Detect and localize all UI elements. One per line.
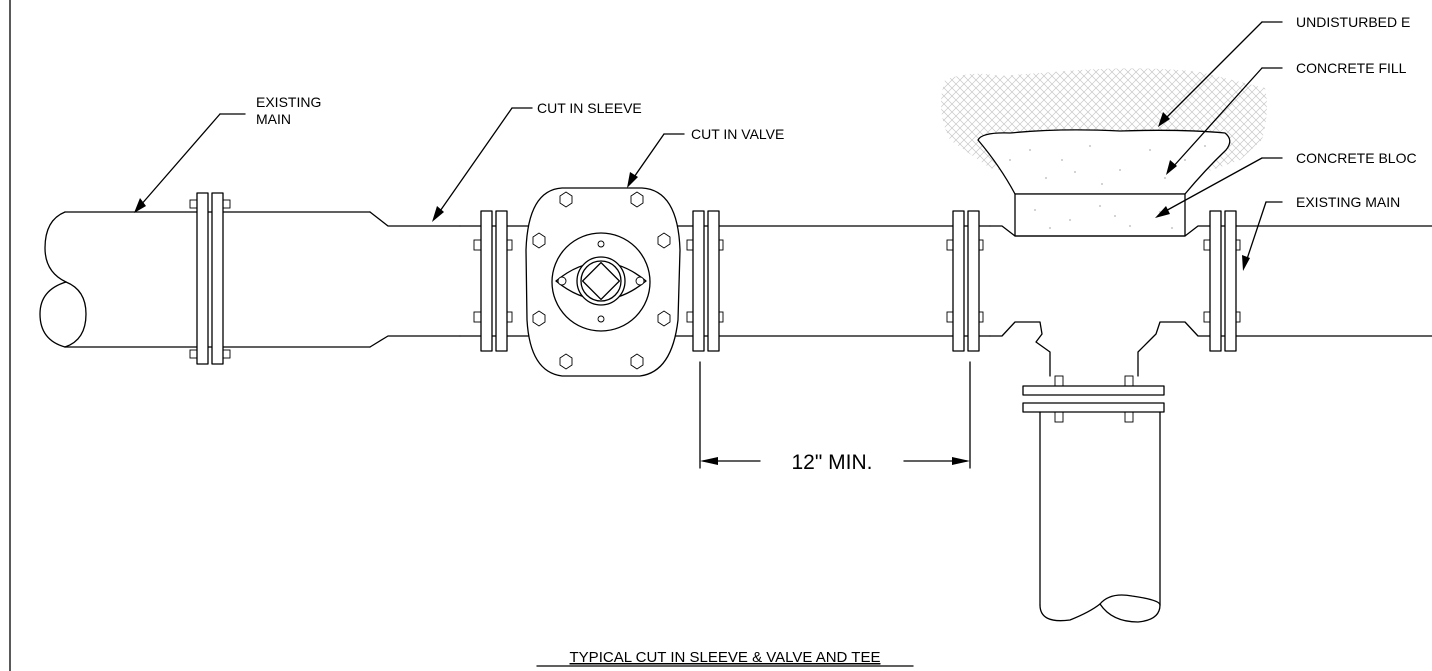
drawing-title: TYPICAL CUT IN SLEEVE & VALVE AND TEE (570, 649, 881, 666)
flange-right (1203, 210, 1241, 352)
existing-main-right (1209, 225, 1432, 337)
label-existing-main-left-1: EXISTING (256, 94, 321, 110)
concrete-texture (1009, 145, 1206, 229)
flange-tee-inlet (946, 210, 984, 352)
coupling-left (189, 192, 231, 365)
label-cut-in-sleeve: CUT IN SLEEVE (537, 100, 642, 116)
valve-bolts (532, 191, 671, 370)
flange-valve-outlet (686, 210, 724, 352)
flange-sleeve (473, 210, 513, 352)
concrete-block (1014, 193, 1186, 237)
label-concrete-fill: CONCRETE FILL (1296, 60, 1407, 76)
label-cut-in-valve: CUT IN VALVE (691, 126, 784, 142)
label-concrete-block: CONCRETE BLOC (1296, 150, 1417, 166)
label-existing-main-right: EXISTING MAIN (1296, 194, 1400, 210)
cut-in-valve (525, 187, 681, 377)
dimension-12-min: 12" MIN. (699, 361, 971, 474)
flange-branch (1022, 375, 1165, 423)
dimension-text: 12" MIN. (792, 451, 873, 474)
tee-fitting (989, 225, 1211, 377)
concrete-fill (977, 129, 1231, 195)
leader-lines (134, 21, 1283, 271)
label-undisturbed-earth: UNDISTURBED E (1296, 14, 1410, 30)
existing-main-left (39, 211, 461, 348)
branch-pipe (1039, 411, 1161, 623)
label-existing-main-left-2: MAIN (256, 111, 291, 127)
